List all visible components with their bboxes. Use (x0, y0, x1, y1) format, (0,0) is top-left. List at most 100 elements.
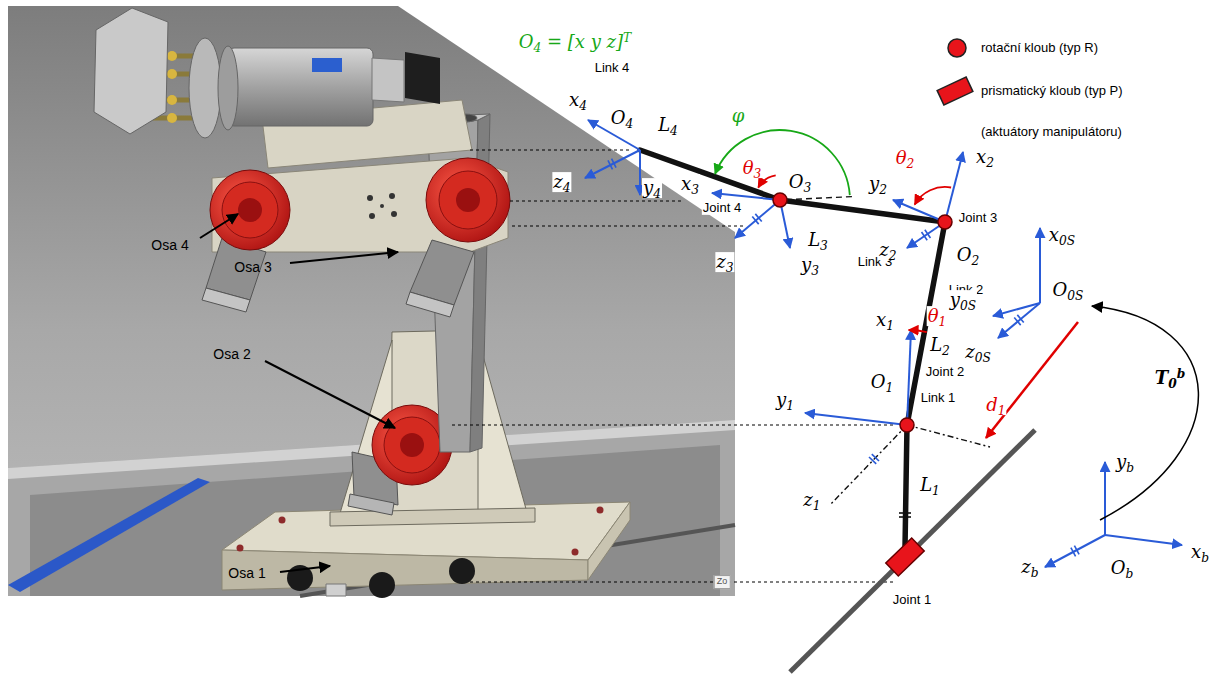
transform-arrow (1092, 306, 1198, 520)
carriage-wheel (369, 572, 395, 598)
carriage-wheel (449, 558, 475, 584)
symbol-part: b (1201, 551, 1209, 565)
symbol-part: φ (732, 105, 745, 126)
symbol-part: z (803, 489, 812, 510)
symbol-part: O (1111, 557, 1126, 578)
frame-symbol: x4 (568, 90, 588, 110)
symbol-part: 2 (907, 157, 915, 171)
construction-line (830, 425, 907, 505)
symbol-part: O (1053, 279, 1068, 300)
symbol-part: 3 (811, 264, 819, 278)
frame-axis (639, 150, 641, 195)
transform-arrow (1092, 306, 1198, 520)
prismatic-joint-symbol (886, 538, 924, 576)
symbol-part: Joint 4 (703, 200, 741, 215)
pedestal (330, 330, 535, 526)
frame-symbol: L4 (657, 115, 679, 135)
guide-line (452, 425, 895, 426)
symbol-part: 2 (971, 254, 979, 268)
arm-plate (367, 195, 373, 201)
rotary-joint-osa4 (222, 182, 278, 238)
legend-text: rotační kloub (typ R) (980, 41, 1099, 55)
joint-motor (202, 288, 250, 312)
z-axis-tick (752, 214, 761, 224)
pedestal (330, 508, 535, 526)
z-axis-tick (922, 230, 931, 241)
symbol-part: 1 (932, 484, 940, 498)
joint-motor (348, 494, 394, 515)
frame-axis (1104, 462, 1106, 535)
symbol-part: Joint 1 (893, 592, 931, 607)
symbol-part: θ (896, 147, 907, 168)
symbol-part: x (1049, 224, 1059, 245)
link-label: Joint 4 (702, 201, 742, 215)
symbol-part: x (569, 89, 579, 110)
symbol-part: 3 (820, 239, 828, 253)
frame-symbol: L3 (807, 230, 829, 250)
frame-axis (585, 150, 640, 178)
symbol-part: 2 (986, 156, 994, 170)
symbol-part: 4 (563, 181, 571, 195)
symbol-part: (aktuátory manipulátoru) (981, 124, 1122, 139)
tool-head (94, 8, 168, 134)
symbol-part: Joint 3 (959, 210, 997, 225)
symbol-part: L (920, 474, 932, 495)
symbol-part: 0S (1059, 234, 1075, 248)
frame-symbol: x3 (680, 174, 700, 194)
joint-variable: θ2 (895, 148, 916, 168)
symbol-part: 0S (975, 351, 991, 365)
link-line (640, 150, 945, 548)
guide-line (452, 150, 895, 582)
symbol-part: 2 (889, 249, 897, 263)
legend-swatches (937, 77, 973, 105)
legend-swatch (948, 39, 966, 57)
carriage-plate (588, 502, 630, 580)
symbol-part: x (976, 146, 986, 167)
tool-head (167, 69, 177, 79)
linear-drive (326, 584, 346, 596)
callout-arrow (290, 252, 398, 263)
z-axis-tick (1074, 546, 1079, 555)
cad-background (8, 478, 210, 592)
rotary-joint-osa2 (400, 433, 424, 457)
axis-callout: Osa 4 (151, 238, 188, 253)
arm-plate (369, 213, 375, 219)
symbol-part: 3 (803, 181, 811, 195)
symbol-part: T (1155, 367, 1168, 388)
z-axis-tick (1014, 315, 1023, 325)
joint-variable: θ1 (927, 306, 948, 326)
symbol-part: 1 (939, 315, 947, 329)
z-axis-tick (869, 457, 876, 464)
pedestal (478, 338, 528, 516)
symbol-part: Osa 1 (228, 565, 265, 581)
symbol-part: x (681, 173, 691, 194)
transform-symbol: T0b (1154, 368, 1186, 388)
axis-callout: Osa 2 (213, 347, 250, 362)
cad-background (8, 6, 735, 596)
tool-head (312, 58, 342, 72)
frame-symbol: Ob (1110, 558, 1135, 578)
cad-background (8, 6, 735, 596)
symbol-part: 1 (786, 399, 794, 413)
legend-swatches (937, 39, 973, 105)
symbol-part: x (1191, 541, 1201, 562)
symbol-part: 4 (670, 124, 678, 138)
frame-axis (1045, 535, 1105, 567)
axis-callout: Osa 3 (234, 260, 271, 275)
symbol-part: L (808, 229, 820, 250)
link-tick (899, 512, 911, 514)
angle-arc (915, 187, 951, 205)
frame-axis (1039, 228, 1041, 303)
zoom-tag: Zo (714, 575, 731, 589)
angle-arc (715, 130, 850, 195)
symbol-part: θ (743, 157, 754, 178)
tool-head (372, 58, 404, 102)
rotary-joint-osa4 (238, 198, 262, 222)
symbol-part: 3 (726, 261, 734, 275)
symbol-part: z (1021, 556, 1030, 577)
symbol-part: 4 (579, 99, 587, 113)
frame-symbol: x2 (975, 147, 995, 167)
z-axis-tick (612, 159, 617, 168)
